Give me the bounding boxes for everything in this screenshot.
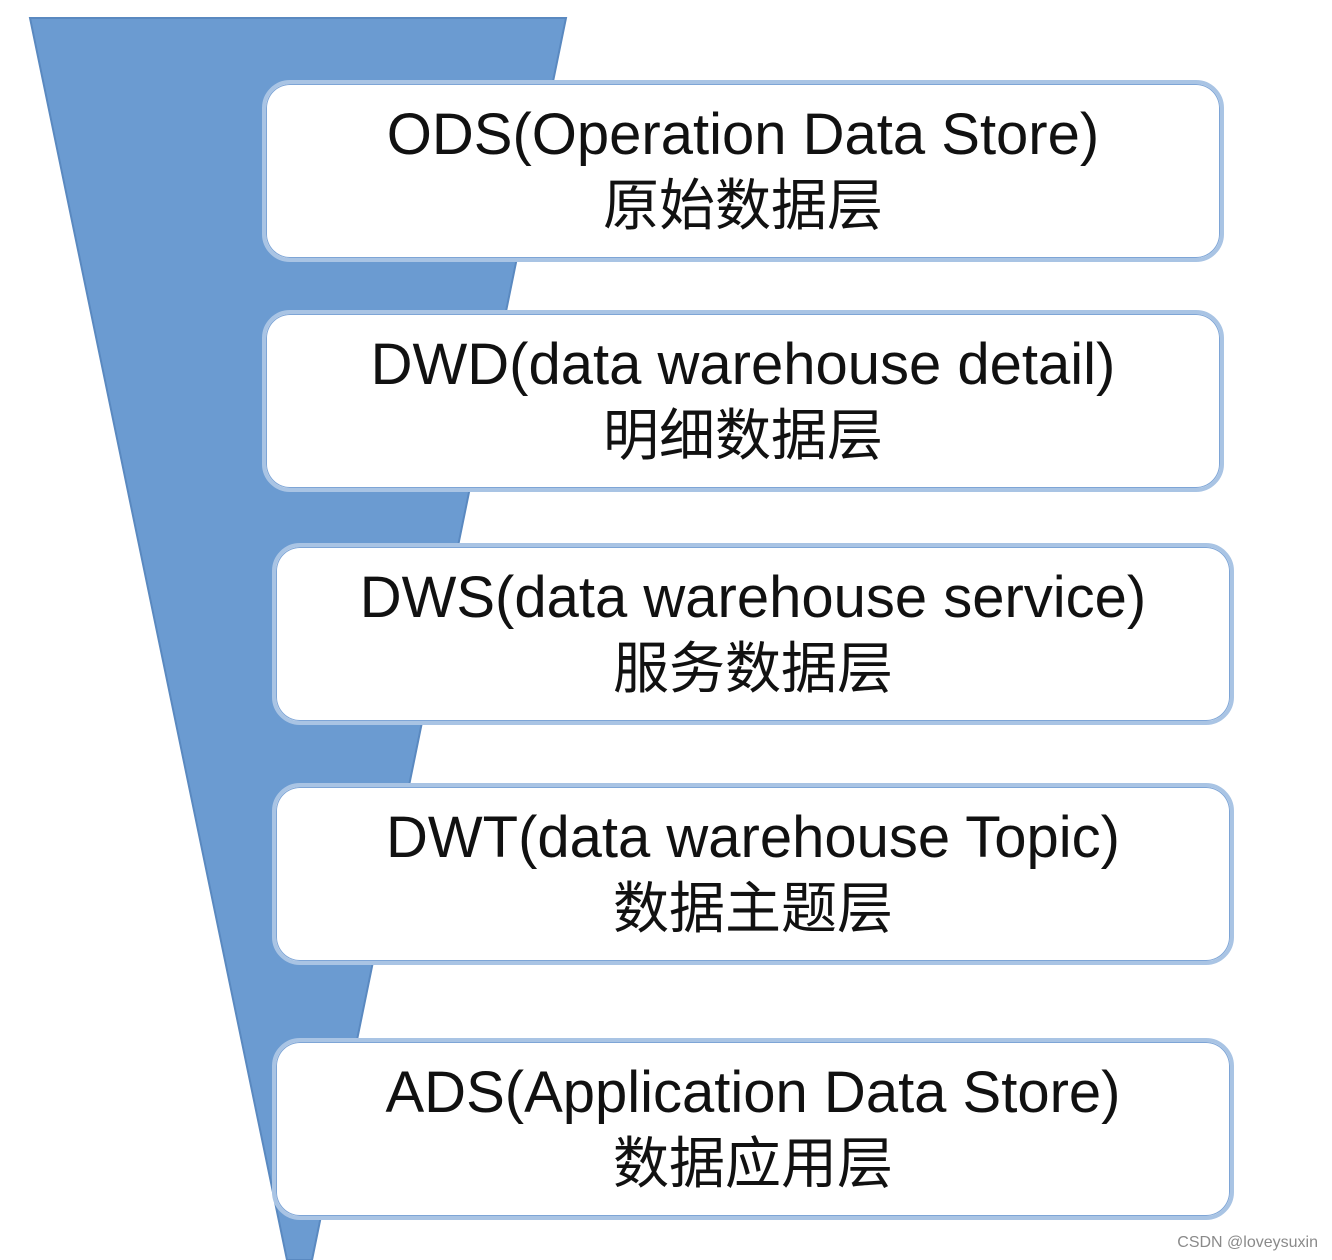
layer-ads-chinese: 数据应用层 (613, 1132, 893, 1197)
layer-dwd-english: DWD(data warehouse detail) (370, 332, 1116, 397)
layer-dws: DWS(data warehouse service) 服务数据层 (272, 543, 1234, 725)
layer-dwt-english: DWT(data warehouse Topic) (386, 805, 1120, 870)
layer-dws-english: DWS(data warehouse service) (359, 565, 1147, 630)
layer-ads-english: ADS(Application Data Store) (385, 1060, 1121, 1125)
layer-dwt-chinese: 数据主题层 (613, 877, 893, 942)
layer-ods: ODS(Operation Data Store) 原始数据层 (262, 80, 1224, 262)
layer-dwd: DWD(data warehouse detail) 明细数据层 (262, 310, 1224, 492)
layer-ods-english: ODS(Operation Data Store) (386, 102, 1100, 167)
layer-ods-chinese: 原始数据层 (603, 174, 883, 239)
layer-dws-chinese: 服务数据层 (613, 637, 893, 702)
layer-dwd-chinese: 明细数据层 (603, 404, 883, 469)
layer-dwt: DWT(data warehouse Topic) 数据主题层 (272, 783, 1234, 965)
watermark: CSDN @loveysuxin (1177, 1234, 1318, 1251)
layer-ads: ADS(Application Data Store) 数据应用层 (272, 1038, 1234, 1220)
